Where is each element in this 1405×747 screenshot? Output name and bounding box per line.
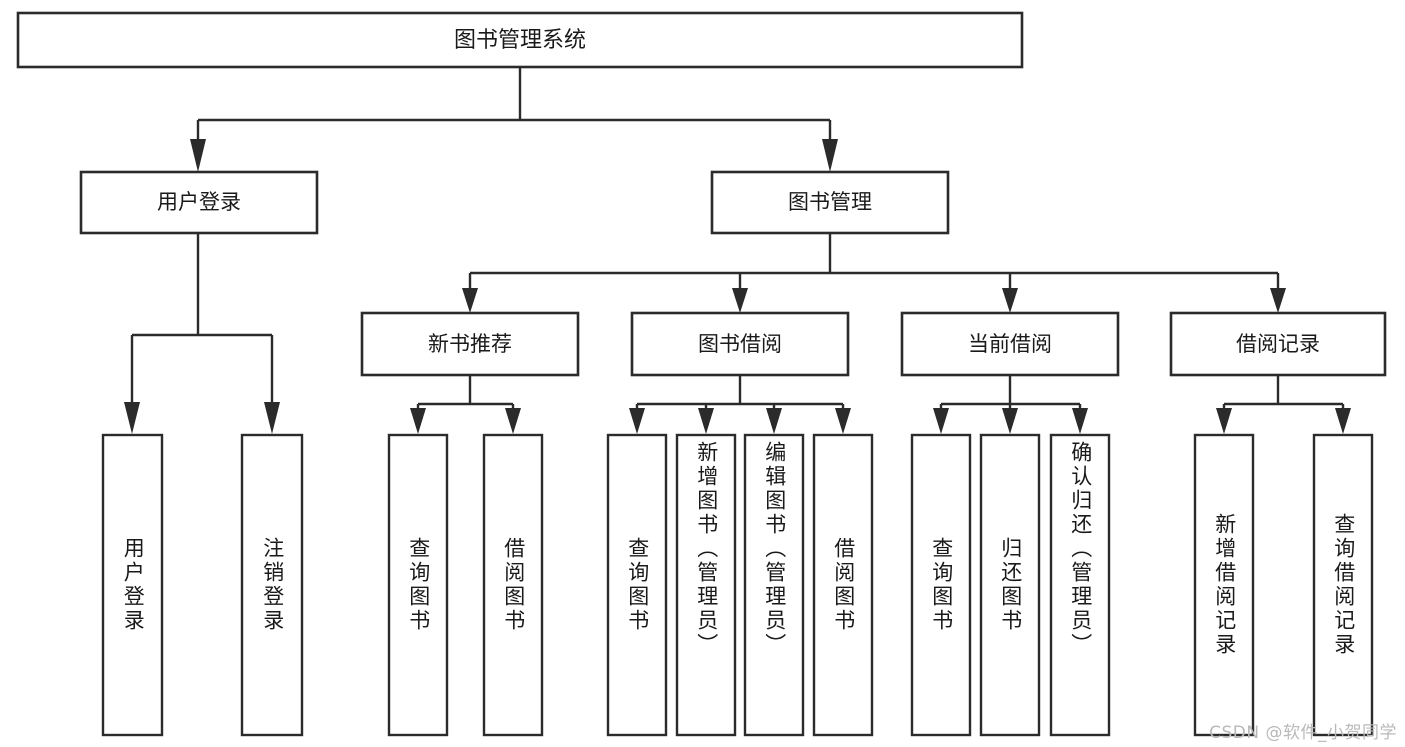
leaf-box-edit-book-admin[interactable] xyxy=(743,433,805,737)
arrowhead-leaf-10 xyxy=(1002,408,1018,434)
leaf-box-add-book-admin[interactable] xyxy=(675,433,737,737)
arrowhead-book-borrow xyxy=(732,288,748,313)
arrowhead-leaf-2 xyxy=(264,402,280,434)
node-root-box[interactable] xyxy=(16,11,1024,69)
node-current-borrow-label: 当前借阅 xyxy=(968,332,1052,356)
node-new-book-recommend-box[interactable] xyxy=(360,311,580,377)
leaf-box-user-login[interactable] xyxy=(101,433,164,737)
arrowhead-leaf-12 xyxy=(1216,408,1232,434)
node-user-login-label: 用户登录 xyxy=(157,190,241,214)
connector-layer xyxy=(124,67,1351,434)
leaf-box-query-book-1[interactable] xyxy=(387,433,449,737)
leaf-box-query-book-3[interactable] xyxy=(910,433,972,737)
node-user-login[interactable]: 用户登录 xyxy=(79,170,319,235)
leaf-box-logout[interactable] xyxy=(240,433,304,737)
leaf-box-add-borrow-record[interactable] xyxy=(1193,433,1255,737)
leaf-box-layer xyxy=(101,433,1374,737)
arrowhead-borrow-record xyxy=(1270,288,1286,313)
arrowhead-new-book-rec xyxy=(462,288,478,313)
leaf-box-borrow-book-1[interactable] xyxy=(482,433,544,737)
node-current-borrow[interactable]: 当前借阅 xyxy=(900,311,1120,377)
node-root[interactable]: 图书管理系统 xyxy=(16,11,1024,69)
node-user-login-box[interactable] xyxy=(79,170,319,235)
node-borrow-record[interactable]: 借阅记录 xyxy=(1169,311,1387,377)
node-book-borrow-label: 图书借阅 xyxy=(698,332,782,356)
arrowhead-leaf-5 xyxy=(629,408,645,434)
arrowhead-book-mgmt xyxy=(822,139,838,172)
leaf-box-return-book[interactable] xyxy=(979,433,1041,737)
arrowhead-leaf-9 xyxy=(933,408,949,434)
node-new-book-recommend[interactable]: 新书推荐 xyxy=(360,311,580,377)
leaf-box-borrow-book-2[interactable] xyxy=(812,433,874,737)
node-borrow-record-box[interactable] xyxy=(1169,311,1387,377)
node-book-management-label: 图书管理 xyxy=(788,190,872,214)
arrowhead-current-borrow xyxy=(1002,288,1018,313)
arrowhead-leaf-7 xyxy=(766,408,782,434)
node-book-management-box[interactable] xyxy=(710,170,950,235)
arrowhead-leaf-6 xyxy=(698,408,714,434)
arrowhead-leaf-13 xyxy=(1335,408,1351,434)
leaf-box-query-book-2[interactable] xyxy=(606,433,668,737)
watermark-text: CSDN @软件_小贺同学 xyxy=(1209,723,1397,743)
node-book-borrow[interactable]: 图书借阅 xyxy=(630,311,850,377)
leaf-box-query-borrow-record[interactable] xyxy=(1312,433,1374,737)
arrowhead-leaf-11 xyxy=(1072,408,1088,434)
node-book-borrow-box[interactable] xyxy=(630,311,850,377)
leaf-box-confirm-return-admin[interactable] xyxy=(1049,433,1111,737)
node-new-book-recommend-label: 新书推荐 xyxy=(428,332,512,356)
arrowhead-leaf-4 xyxy=(505,408,521,434)
arrowhead-leaf-8 xyxy=(835,408,851,434)
arrowhead-user-login xyxy=(190,139,206,172)
node-root-label: 图书管理系统 xyxy=(454,28,586,53)
node-borrow-record-label: 借阅记录 xyxy=(1236,332,1320,356)
arrowhead-leaf-3 xyxy=(410,408,426,434)
node-current-borrow-box[interactable] xyxy=(900,311,1120,377)
node-book-management[interactable]: 图书管理 xyxy=(710,170,950,235)
arrowhead-leaf-1 xyxy=(124,402,140,434)
